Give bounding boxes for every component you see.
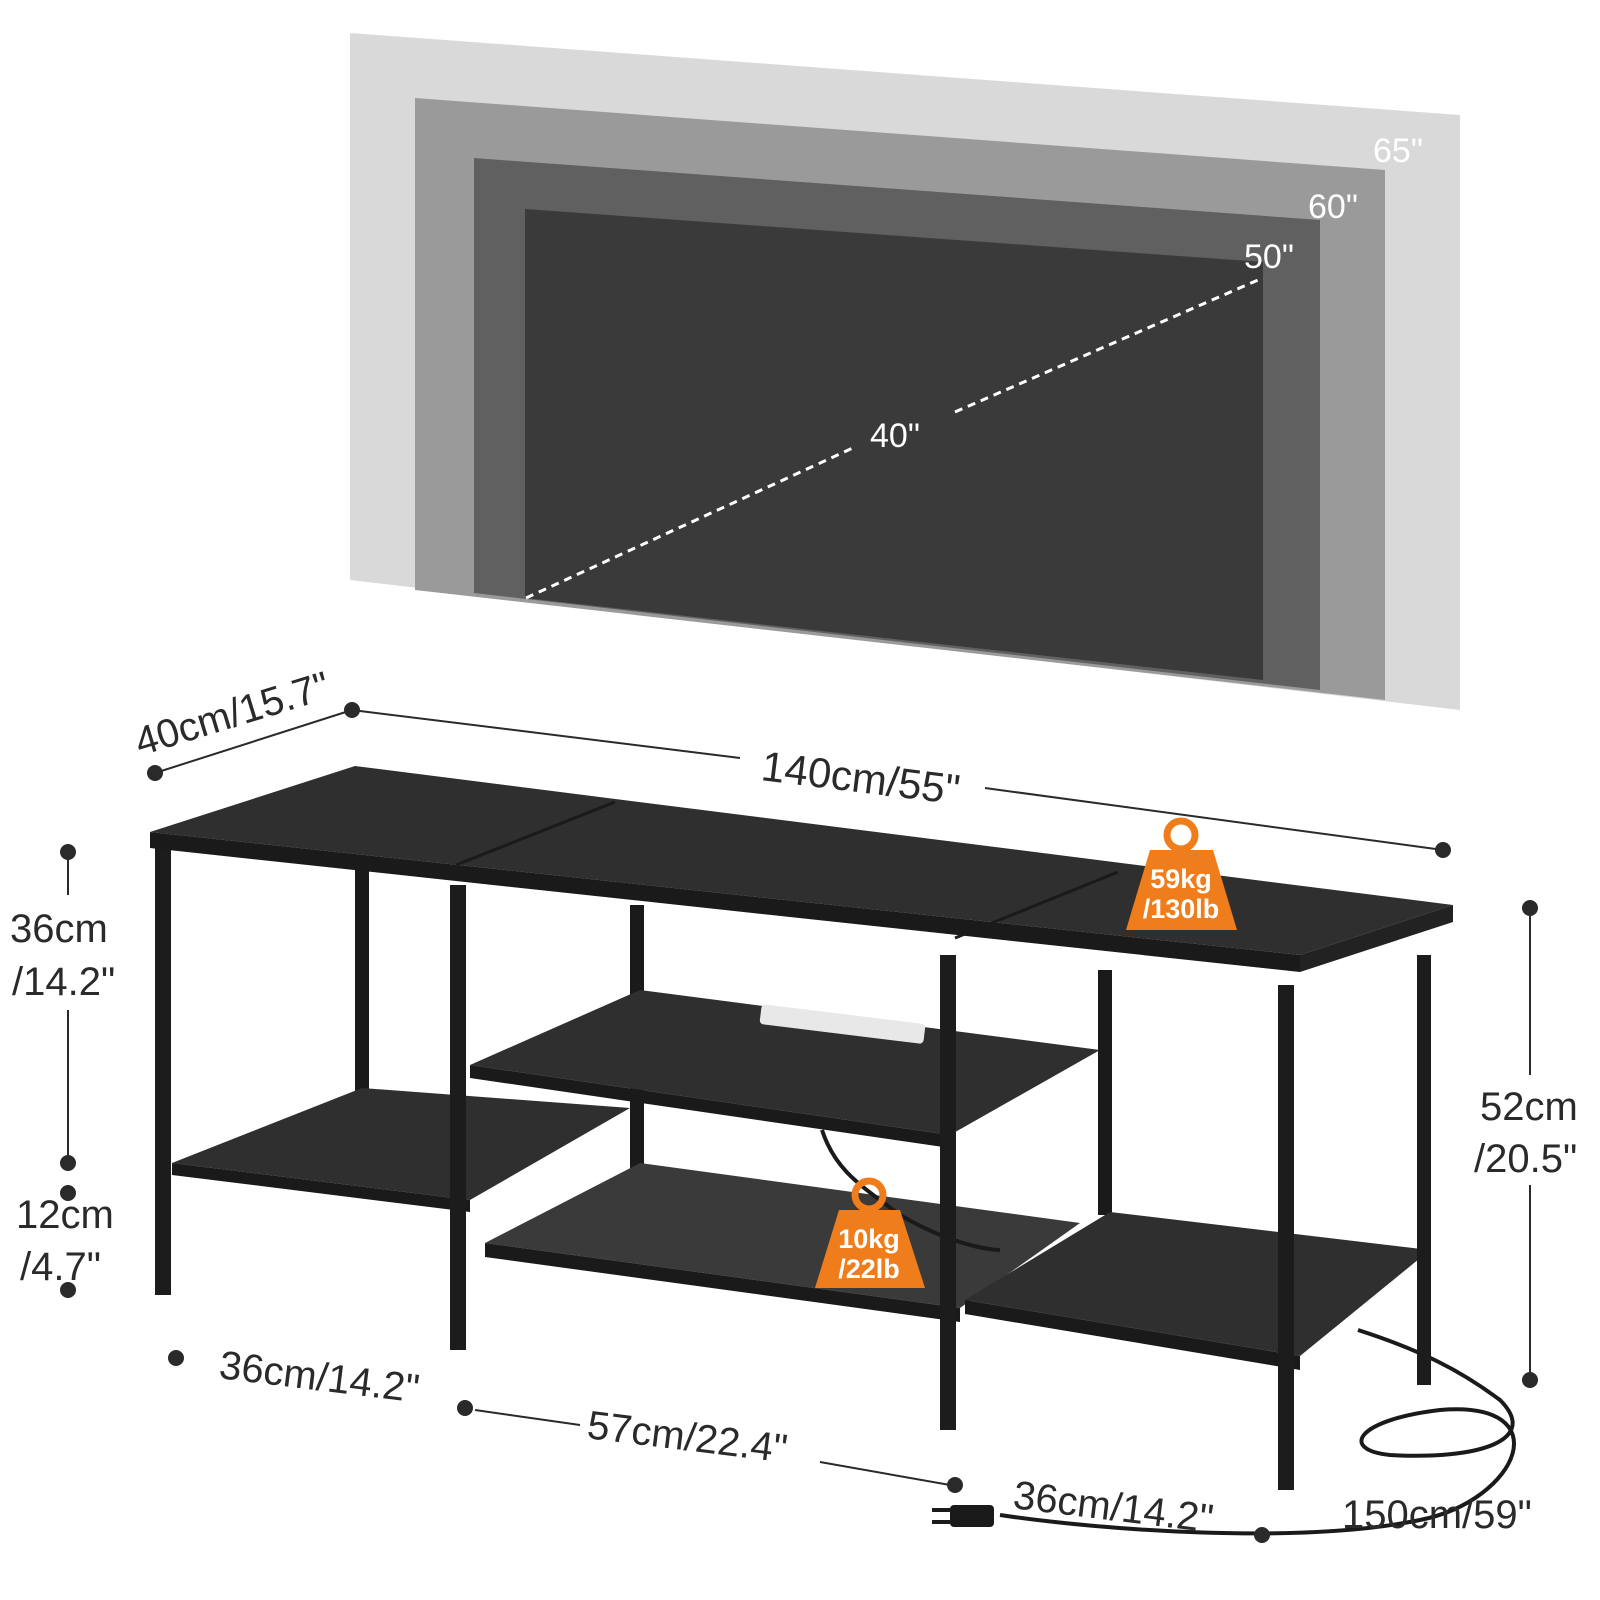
tv-stand bbox=[150, 766, 1516, 1536]
total-height-cm: 52cm bbox=[1480, 1085, 1578, 1129]
dimension-endpoint bbox=[947, 1477, 963, 1493]
top-board-side-edge bbox=[1300, 905, 1453, 972]
weight-ring-icon bbox=[1163, 817, 1199, 853]
weight-ring-icon bbox=[851, 1177, 887, 1213]
power-strip bbox=[759, 1004, 926, 1044]
stand-leg bbox=[940, 955, 956, 1430]
top-load-lb: /130lb bbox=[1143, 894, 1220, 924]
dimension-endpoint bbox=[147, 765, 163, 781]
top-board-seam bbox=[954, 870, 1119, 940]
mesh-load-kg: 10kg bbox=[838, 1224, 900, 1254]
weight-icon bbox=[1126, 850, 1237, 930]
dimension-endpoint bbox=[1522, 1372, 1538, 1388]
tv-50-label: 50" bbox=[1244, 238, 1294, 276]
dimension-endpoint bbox=[60, 1282, 76, 1298]
dimension-endpoint bbox=[1254, 1527, 1270, 1543]
dimension-endpoint bbox=[168, 1350, 184, 1366]
stand-leg bbox=[355, 868, 369, 1138]
mesh-load-lb: /22lb bbox=[838, 1254, 900, 1284]
lower-height-cm: 12cm bbox=[16, 1193, 114, 1237]
tv-40-silhouette bbox=[525, 209, 1263, 680]
cord-length-label: 150cm/59" bbox=[1342, 1493, 1532, 1537]
dimension-endpoint bbox=[60, 1155, 76, 1171]
stand-leg bbox=[1417, 955, 1431, 1385]
stand-leg bbox=[155, 845, 171, 1295]
stand-leg bbox=[1098, 970, 1112, 1215]
tv-60-label: 60" bbox=[1308, 188, 1358, 226]
lower-right-shelf-edge bbox=[965, 1300, 1300, 1370]
upper-height-cm: 36cm bbox=[10, 907, 108, 951]
total-height-in: /20.5" bbox=[1474, 1137, 1577, 1181]
top-board bbox=[150, 766, 1453, 955]
width-dimension-line bbox=[984, 787, 1444, 851]
width-dimension-line bbox=[351, 709, 741, 759]
tv-size-illustration: 65" 60" 50" 40" bbox=[350, 33, 1460, 710]
upper-height-in: /14.2" bbox=[12, 960, 115, 1004]
dimension-endpoint bbox=[60, 844, 76, 860]
top-load-badge: 59kg /130lb bbox=[1126, 817, 1237, 930]
dimension-endpoint bbox=[457, 1400, 473, 1416]
width-label: 140cm/55" bbox=[759, 742, 963, 813]
mesh-shelf-frame bbox=[485, 1243, 960, 1322]
tv-diagonal-line bbox=[525, 445, 856, 600]
lower-right-shelf bbox=[965, 1212, 1430, 1356]
dimension-endpoint bbox=[1522, 900, 1538, 916]
lower-height-in: /4.7" bbox=[20, 1245, 101, 1289]
lower-left-shelf-edge bbox=[172, 1163, 470, 1212]
stand-leg bbox=[1278, 985, 1294, 1490]
depth-dimension-line bbox=[154, 709, 353, 774]
middle-shelf-edge bbox=[470, 1065, 950, 1148]
right-section-label: 36cm/14.2" bbox=[1011, 1473, 1216, 1541]
tv-40-label: 40" bbox=[870, 417, 920, 455]
depth-label: 40cm/15.7" bbox=[130, 664, 335, 765]
top-load-kg: 59kg bbox=[1150, 864, 1212, 894]
lower-left-shelf bbox=[172, 1088, 630, 1200]
weight-icon bbox=[815, 1210, 925, 1288]
middle-section-line bbox=[474, 1409, 581, 1426]
top-board-seam bbox=[455, 800, 616, 867]
left-section-label: 36cm/14.2" bbox=[217, 1343, 422, 1411]
dimension-endpoint bbox=[1435, 842, 1451, 858]
dimension-lines bbox=[60, 702, 1538, 1543]
stand-leg bbox=[450, 885, 466, 1350]
middle-section-label: 57cm/22.4" bbox=[585, 1403, 790, 1471]
tv-65-label: 65" bbox=[1373, 132, 1423, 170]
mesh-load-badge: 10kg /22lb bbox=[815, 1177, 925, 1288]
mesh-shelf bbox=[485, 1163, 1080, 1308]
middle-section-line bbox=[819, 1461, 951, 1486]
dimension-endpoint bbox=[60, 1185, 76, 1201]
plug-icon bbox=[950, 1505, 994, 1527]
top-board-front-edge bbox=[150, 832, 1300, 972]
